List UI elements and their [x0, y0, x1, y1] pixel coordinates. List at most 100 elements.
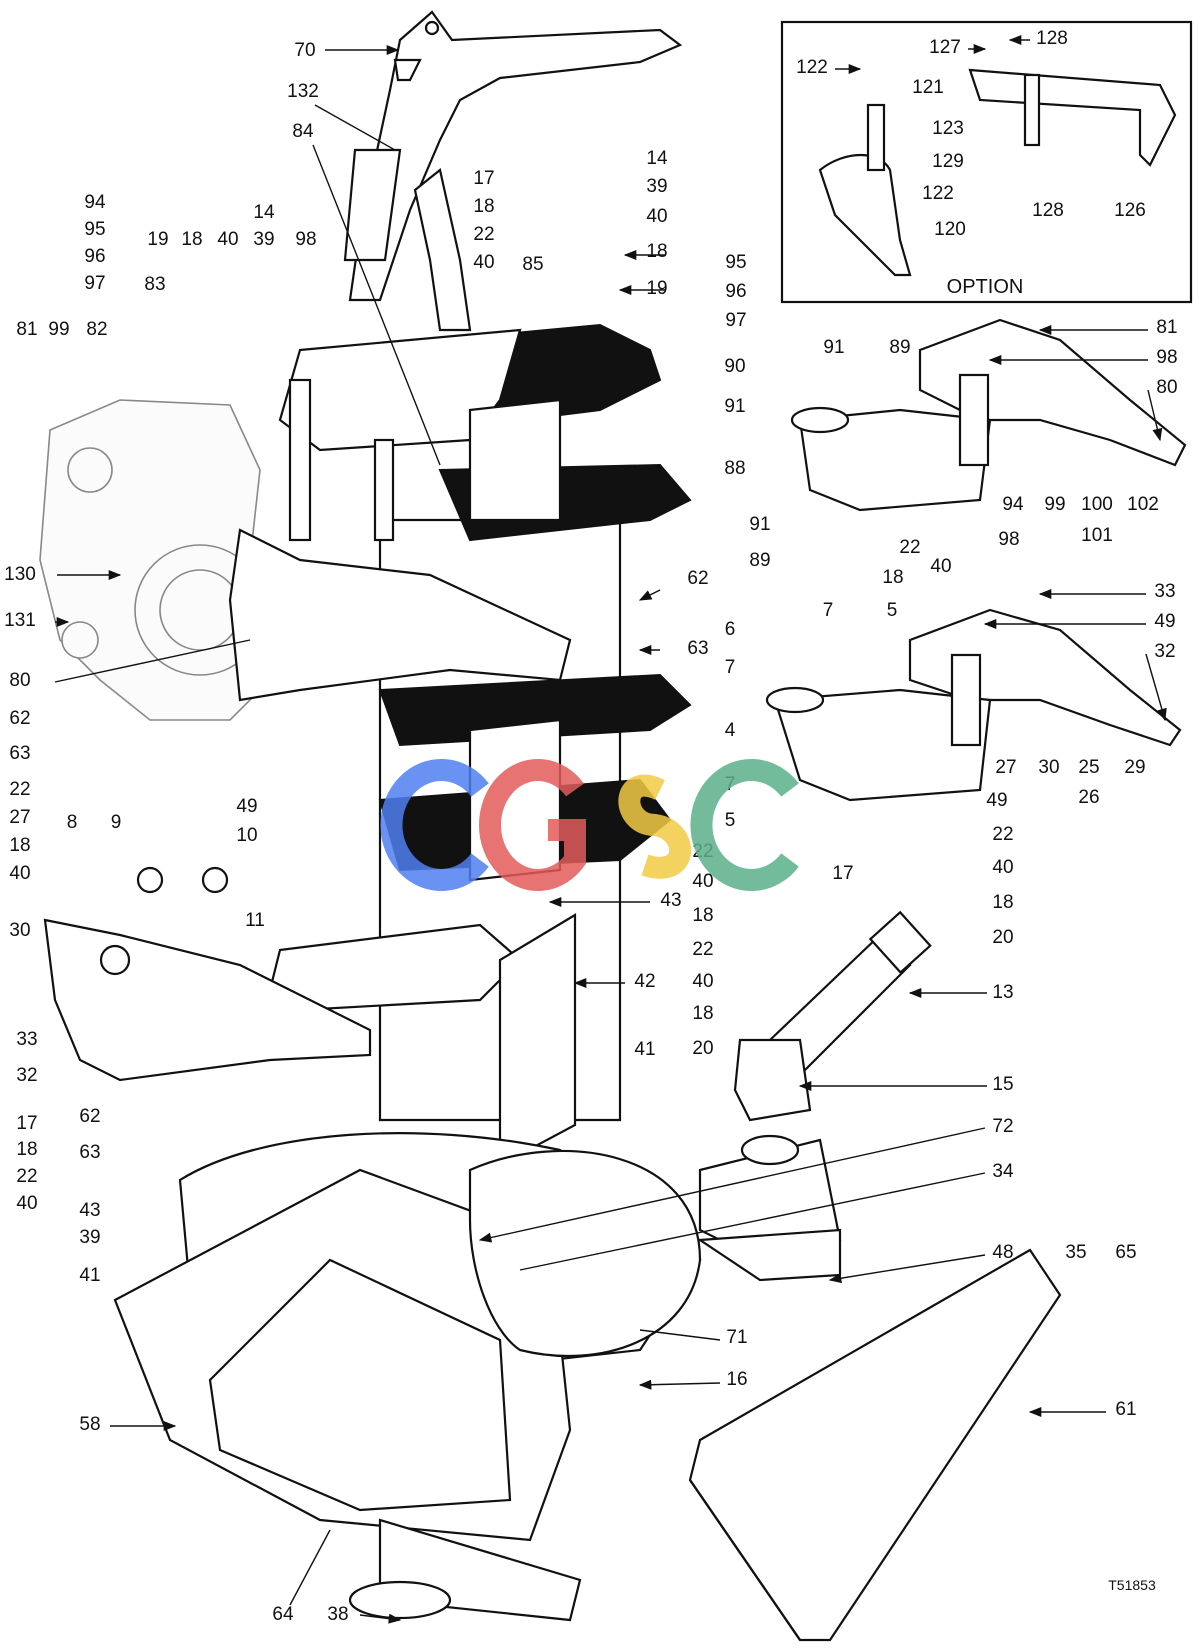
part-label-82: 82: [86, 319, 107, 340]
part-label-33: 33: [16, 1029, 37, 1050]
part-label-98: 98: [1156, 347, 1177, 368]
part-label-32: 32: [1154, 641, 1175, 662]
part-label-19: 19: [147, 229, 168, 250]
part-label-18: 18: [992, 892, 1013, 913]
part-label-6: 6: [725, 619, 736, 640]
part-label-63: 63: [79, 1142, 100, 1163]
part-label-84: 84: [292, 121, 314, 142]
part-label-49: 49: [986, 790, 1007, 811]
part-label-22: 22: [9, 779, 30, 800]
part-label-94: 94: [1002, 494, 1024, 515]
arm-32-right: [765, 608, 1182, 802]
part-label-89: 89: [749, 550, 770, 571]
part-label-16: 16: [726, 1369, 747, 1390]
cutter-bar-61: [688, 1248, 1062, 1642]
gearbox-housing: [39, 399, 266, 721]
plate-42: [498, 913, 577, 1167]
part-label-72: 72: [992, 1116, 1013, 1137]
arm-80-left: [228, 378, 572, 702]
part-label-27: 27: [995, 757, 1016, 778]
part-label-40: 40: [16, 1193, 37, 1214]
part-label-40: 40: [992, 857, 1013, 878]
part-label-62: 62: [9, 708, 30, 729]
part-label-14: 14: [253, 202, 275, 223]
part-label-18: 18: [16, 1139, 37, 1160]
part-label-40: 40: [692, 971, 713, 992]
part-label-89: 89: [889, 337, 910, 358]
upper-arm: [343, 10, 683, 332]
part-label-29: 29: [1124, 757, 1145, 778]
arm-32-left: [43, 866, 372, 1082]
watermark-logo: [380, 759, 799, 891]
part-label-102: 102: [1127, 494, 1159, 515]
part-label-132: 132: [287, 81, 319, 102]
part-label-91: 91: [749, 514, 770, 535]
part-label-97: 97: [725, 310, 746, 331]
part-label-18: 18: [692, 1003, 713, 1024]
part-label-22: 22: [899, 537, 920, 558]
part-label-17: 17: [832, 863, 853, 884]
part-label-63: 63: [9, 743, 30, 764]
part-label-30: 30: [1038, 757, 1059, 778]
part-label-100: 100: [1081, 494, 1113, 515]
part-label-33: 33: [1154, 581, 1175, 602]
part-label-18: 18: [473, 196, 494, 217]
option-part-label-120: 120: [934, 219, 966, 240]
option-part-label-128: 128: [1036, 28, 1068, 49]
part-label-9: 9: [111, 812, 122, 833]
part-label-15: 15: [992, 1074, 1013, 1095]
part-label-101: 101: [1081, 525, 1113, 546]
part-label-88: 88: [724, 458, 745, 479]
part-label-5: 5: [887, 600, 898, 621]
part-label-64: 64: [272, 1604, 294, 1625]
part-label-14: 14: [646, 148, 668, 169]
part-label-17: 17: [16, 1113, 37, 1134]
arm-80-right: [790, 318, 1187, 512]
part-label-85: 85: [522, 254, 543, 275]
part-label-80: 80: [9, 670, 30, 691]
part-label-8: 8: [67, 812, 78, 833]
cylinder-13: [733, 910, 932, 1166]
part-label-22: 22: [992, 824, 1013, 845]
part-label-38: 38: [327, 1604, 348, 1625]
part-label-96: 96: [84, 246, 105, 267]
part-label-81: 81: [16, 319, 37, 340]
option-inset: [780, 20, 1193, 304]
part-label-7: 7: [725, 657, 736, 678]
part-label-26: 26: [1078, 787, 1099, 808]
part-label-99: 99: [48, 319, 69, 340]
part-label-43: 43: [660, 890, 681, 911]
part-label-40: 40: [473, 252, 494, 273]
part-label-94: 94: [84, 192, 106, 213]
part-label-95: 95: [84, 219, 105, 240]
part-label-70: 70: [294, 40, 315, 61]
part-label-40: 40: [217, 229, 238, 250]
part-label-4: 4: [725, 720, 736, 741]
part-label-130: 130: [4, 564, 36, 585]
part-label-7: 7: [823, 600, 834, 621]
option-part-label-127: 127: [929, 37, 961, 58]
part-label-5: 5: [725, 810, 736, 831]
part-label-18: 18: [882, 567, 903, 588]
option-part-label-121: 121: [912, 77, 944, 98]
part-label-43: 43: [79, 1200, 100, 1221]
option-part-label-128: 128: [1032, 200, 1064, 221]
part-label-91: 91: [823, 337, 844, 358]
option-part-label-129: 129: [932, 151, 964, 172]
part-label-22: 22: [473, 224, 494, 245]
option-part-label-122: 122: [922, 183, 954, 204]
part-label-96: 96: [725, 281, 746, 302]
part-label-40: 40: [646, 206, 667, 227]
part-label-80: 80: [1156, 377, 1177, 398]
part-label-99: 99: [1044, 494, 1065, 515]
part-label-90: 90: [724, 356, 745, 377]
part-label-61: 61: [1115, 1399, 1136, 1420]
part-label-97: 97: [84, 273, 105, 294]
part-label-22: 22: [692, 939, 713, 960]
part-label-42: 42: [634, 971, 655, 992]
part-label-98: 98: [295, 229, 316, 250]
part-label-95: 95: [725, 252, 746, 273]
